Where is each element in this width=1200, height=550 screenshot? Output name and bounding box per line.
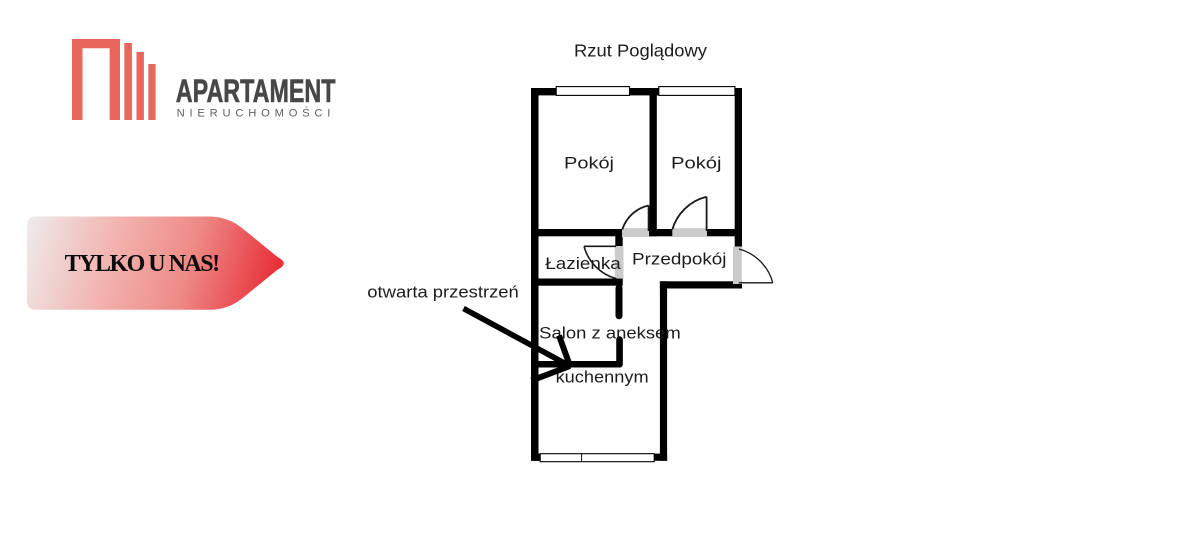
svg-text:Rzut Poglądowy: Rzut Poglądowy bbox=[574, 41, 707, 61]
svg-text:kuchennym: kuchennym bbox=[556, 368, 649, 387]
svg-text:NIERUCHOMOŚCI: NIERUCHOMOŚCI bbox=[177, 107, 331, 120]
svg-text:APARTAMENT: APARTAMENT bbox=[176, 73, 336, 109]
svg-text:Pokój: Pokój bbox=[564, 153, 614, 172]
svg-text:TYLKO U NAS!: TYLKO U NAS! bbox=[65, 251, 221, 277]
svg-text:Pokój: Pokój bbox=[671, 153, 722, 172]
svg-text:Łazienka: Łazienka bbox=[545, 254, 621, 273]
svg-text:Salon z aneksem: Salon z aneksem bbox=[539, 324, 681, 343]
svg-text:otwarta przestrzeń: otwarta przestrzeń bbox=[367, 283, 519, 302]
svg-text:Przedpokój: Przedpokój bbox=[632, 250, 727, 269]
